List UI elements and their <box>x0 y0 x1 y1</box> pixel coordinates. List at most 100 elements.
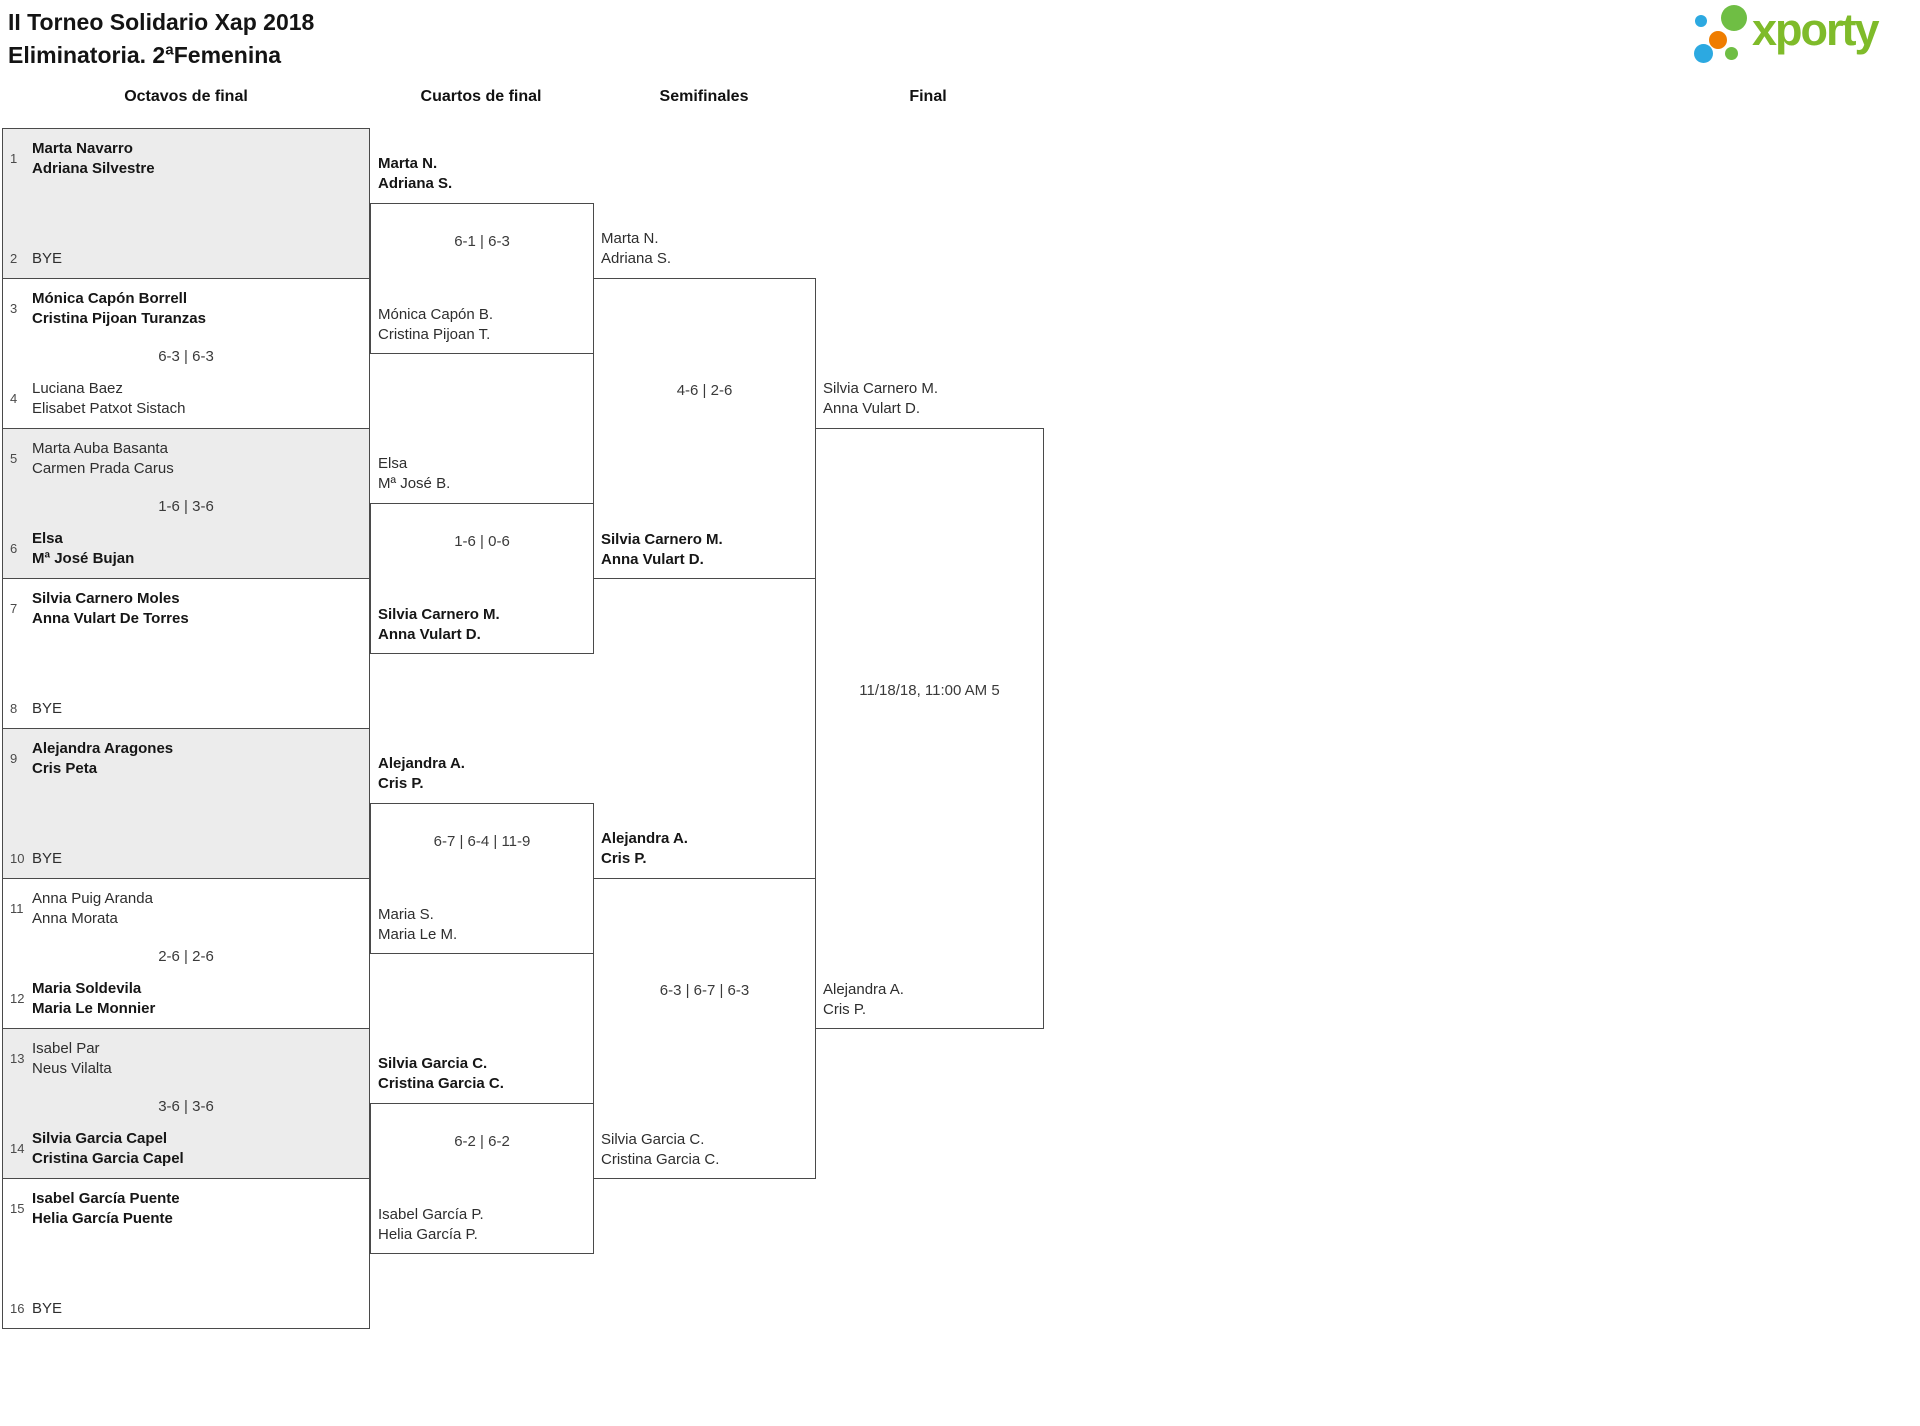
team-name: Silvia Garcia C. <box>601 1131 705 1148</box>
match-box-octavos-3: 5 Marta Auba Basanta Carmen Prada Carus … <box>2 428 370 579</box>
team-entry: 2 BYE <box>10 249 363 269</box>
team-entry: 6 Elsa Mª José Bujan <box>10 529 363 569</box>
logo-dot-icon <box>1695 15 1707 27</box>
team-name: Silvia Garcia Capel <box>32 1130 168 1147</box>
team-entry: 14 Silvia Garcia Capel Cristina Garcia C… <box>10 1129 363 1169</box>
team-name: Alejandra A. <box>378 755 465 772</box>
team-entry: 4 Luciana Baez Elisabet Patxot Sistach <box>10 379 363 419</box>
advancing-team-label: Marta N. Adriana S. <box>601 229 813 269</box>
advancing-team-label: Silvia Carnero M. Anna Vulart D. <box>601 530 813 570</box>
logo-dot-icon <box>1725 47 1738 60</box>
team-entry: 7 Silvia Carnero Moles Anna Vulart De To… <box>10 589 363 629</box>
team-name: Isabel Par <box>32 1040 100 1057</box>
team-name: Cristina Garcia C. <box>378 1075 504 1092</box>
advancing-team-label: Maria S. Maria Le M. <box>378 905 590 945</box>
match-box-octavos-7: 13 Isabel Par Neus Vilalta 3-6 | 3-6 14 … <box>2 1028 370 1179</box>
team-name: Cris Peta <box>32 760 98 777</box>
advancing-team-label: Silvia Carnero M. Anna Vulart D. <box>823 379 1035 419</box>
team-entry: 15 Isabel García Puente Helia García Pue… <box>10 1189 363 1229</box>
team-name: BYE <box>32 250 63 267</box>
team-name: Anna Vulart D. <box>823 400 920 417</box>
match-box-octavos-4: 7 Silvia Carnero Moles Anna Vulart De To… <box>2 578 370 729</box>
seed-number: 5 <box>10 451 18 466</box>
match-box-octavos-5: 9 Alejandra Aragones Cris Peta 10 BYE <box>2 728 370 879</box>
advancing-team-label: Silvia Garcia C. Cristina Garcia C. <box>601 1130 813 1170</box>
seed-number: 7 <box>10 601 18 616</box>
team-name: Anna Puig Aranda <box>32 890 153 907</box>
team-name: BYE <box>32 1300 63 1317</box>
team-entry: 11 Anna Puig Aranda Anna Morata <box>10 889 363 929</box>
team-name: Elsa <box>32 530 63 547</box>
team-name: Mónica Capón B. <box>378 306 494 323</box>
team-name: Marta N. <box>378 155 438 172</box>
team-name: Silvia Carnero Moles <box>32 590 180 607</box>
match-score: 4-6 | 2-6 <box>676 382 733 399</box>
advancing-team-label: Silvia Carnero M. Anna Vulart D. <box>378 605 590 645</box>
team-name: Marta N. <box>601 230 659 247</box>
match-box-octavos-2: 3 Mónica Capón Borrell Cristina Pijoan T… <box>2 278 370 429</box>
match-box-octavos-8: 15 Isabel García Puente Helia García Pue… <box>2 1178 370 1329</box>
team-name: Alejandra A. <box>601 830 688 847</box>
team-name: Cris P. <box>378 775 424 792</box>
team-name: Alejandra Aragones <box>32 740 174 757</box>
team-name: Anna Vulart D. <box>378 626 481 643</box>
seed-number: 14 <box>10 1141 25 1156</box>
match-score: 6-3 | 6-3 <box>158 348 214 365</box>
team-name: Cristina Garcia Capel <box>32 1150 184 1167</box>
team-name: Adriana S. <box>378 175 453 192</box>
team-name: Mª José Bujan <box>32 550 135 567</box>
team-entry: 10 BYE <box>10 849 363 869</box>
round-header-cuartos: Cuartos de final <box>420 88 542 105</box>
logo-dot-icon <box>1694 44 1713 63</box>
team-name: Mª José B. <box>378 475 451 492</box>
team-name: Neus Vilalta <box>32 1060 112 1077</box>
team-name: Maria Le Monnier <box>32 1000 156 1017</box>
team-entry: 1 Marta Navarro Adriana Silvestre <box>10 139 363 179</box>
seed-number: 11 <box>10 901 24 916</box>
team-name: Cris P. <box>601 850 647 867</box>
team-name: Cris P. <box>823 1001 867 1018</box>
team-name: Silvia Garcia C. <box>378 1055 488 1072</box>
match-score: 6-3 | 6-7 | 6-3 <box>659 982 750 999</box>
team-name: Cristina Pijoan Turanzas <box>32 310 206 327</box>
advancing-team-label: Mónica Capón B. Cristina Pijoan T. <box>378 305 590 345</box>
team-entry: 16 BYE <box>10 1299 363 1319</box>
seed-number: 13 <box>10 1051 25 1066</box>
match-box-octavos-6: 11 Anna Puig Aranda Anna Morata 2-6 | 2-… <box>2 878 370 1029</box>
team-name: Anna Vulart D. <box>601 551 704 568</box>
advancing-team-label: Alejandra A. Cris P. <box>378 754 590 794</box>
team-name: Adriana S. <box>601 250 672 267</box>
seed-number: 10 <box>10 851 25 866</box>
team-entry: 8 BYE <box>10 699 363 719</box>
advancing-team-label: Alejandra A. Cris P. <box>823 980 1035 1020</box>
team-name: Anna Vulart De Torres <box>32 610 189 627</box>
match-score: 1-6 | 3-6 <box>158 498 214 515</box>
team-name: BYE <box>32 850 63 867</box>
team-name: Silvia Carnero M. <box>601 531 723 548</box>
team-name: Luciana Baez <box>32 380 123 397</box>
team-entry: 13 Isabel Par Neus Vilalta <box>10 1039 363 1079</box>
team-name: Anna Morata <box>32 910 118 927</box>
team-name: Silvia Carnero M. <box>823 380 939 397</box>
match-score: 3-6 | 3-6 <box>158 1098 214 1115</box>
advancing-team-label: Silvia Garcia C. Cristina Garcia C. <box>378 1054 590 1094</box>
team-name: Alejandra A. <box>823 981 904 998</box>
team-name: Maria Le M. <box>378 926 458 943</box>
bracket-category: Eliminatoria. 2ªFemenina <box>8 42 282 68</box>
logo-wordmark: xporty <box>1752 4 1880 55</box>
team-name: Cristina Pijoan T. <box>378 326 491 343</box>
advancing-team-label: Elsa Mª José B. <box>378 454 590 494</box>
seed-number: 1 <box>10 151 18 166</box>
match-score: 6-7 | 6-4 | 11-9 <box>433 833 531 850</box>
seed-number: 9 <box>10 751 18 766</box>
round-header-final: Final <box>909 88 947 105</box>
seed-number: 15 <box>10 1201 25 1216</box>
team-name: Marta Navarro <box>32 140 133 157</box>
team-name: Maria S. <box>378 906 434 923</box>
team-name: Helia García P. <box>378 1226 478 1243</box>
match-box-octavos-1: 1 Marta Navarro Adriana Silvestre 2 BYE <box>2 128 370 279</box>
seed-number: 8 <box>10 701 18 716</box>
logo-dot-icon <box>1721 5 1747 31</box>
team-name: Mónica Capón Borrell <box>32 290 188 307</box>
match-score: 6-2 | 6-2 <box>454 1133 510 1150</box>
